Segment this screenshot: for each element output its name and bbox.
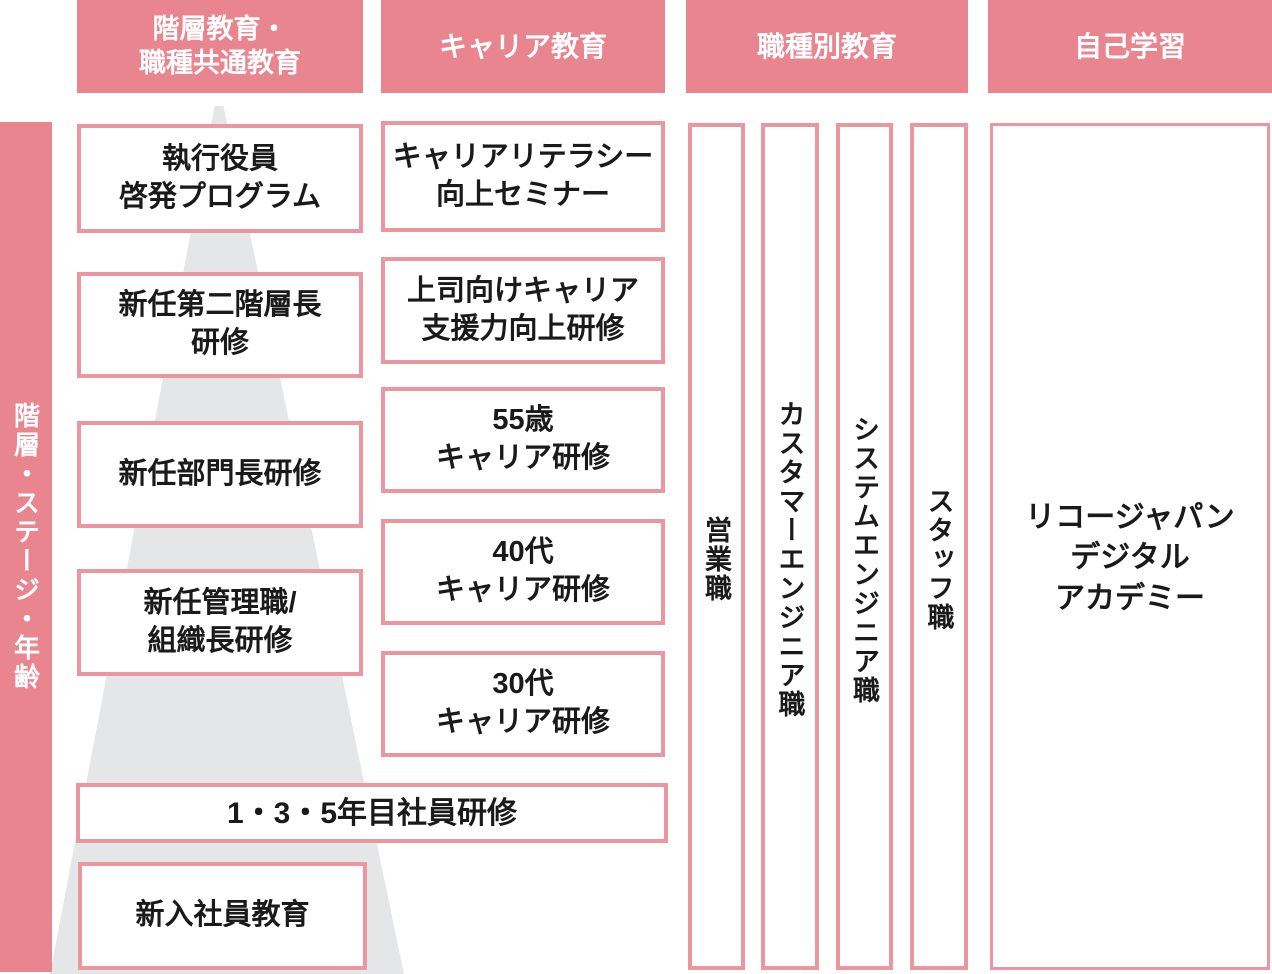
header-hierarchy-education: 階層教育・ 職種共通教育	[77, 0, 363, 93]
customer-engineer-job-box: カスタマーエンジニア職	[761, 123, 819, 970]
sales-job-box: 営業職	[688, 123, 745, 970]
customer-engineer-job-label: カスタマーエンジニア職	[774, 400, 805, 719]
staff-job-box: スタッフ職	[910, 123, 968, 970]
year-1-3-5-training-label: 1・3・5年目社員研修	[226, 796, 518, 830]
age-55-career-training-box: 55歳 キャリア研修	[381, 387, 665, 493]
supervisor-career-support-label: 上司向けキャリア 支援力向上研修	[406, 274, 639, 345]
career-literacy-seminar-label: キャリアリテラシー 向上セミナー	[392, 140, 654, 211]
system-engineer-job-label: システムエンジニア職	[849, 414, 879, 705]
new-manager-box: 新任管理職/ 組織長研修	[77, 569, 363, 676]
second-tier-manager-label: 新任第二階層長 研修	[118, 289, 322, 359]
header-job-specific-education: 職種別教育	[686, 0, 968, 93]
header-self-learning-label: 自己学習	[1073, 31, 1186, 62]
header-self-learning: 自己学習	[988, 0, 1272, 93]
supervisor-career-support-box: 上司向けキャリア 支援力向上研修	[381, 257, 665, 364]
pyramid-background	[50, 106, 404, 974]
new-employee-education-label: 新入社員教育	[135, 899, 310, 932]
second-tier-manager-box: 新任第二階層長 研修	[77, 272, 363, 378]
new-manager-label: 新任管理職/ 組織長研修	[143, 586, 297, 657]
age-40s-career-training-box: 40代 キャリア研修	[381, 519, 665, 625]
stage-axis-label: 階層・ステージ・年齢	[10, 402, 41, 692]
header-career-education: キャリア教育	[381, 0, 665, 93]
department-head-label: 新任部門長研修	[118, 457, 322, 490]
staff-job-label: スタッフ職	[923, 487, 954, 632]
age-40s-career-training-label: 40代 キャリア研修	[435, 536, 610, 606]
executive-program-label: 執行役員 啓発プログラム	[118, 142, 322, 213]
age-30s-career-training-label: 30代 キャリア研修	[435, 668, 610, 738]
department-head-box: 新任部門長研修	[77, 421, 363, 528]
age-30s-career-training-box: 30代 キャリア研修	[381, 651, 665, 757]
digital-academy-box: リコージャパン デジタル アカデミー	[990, 123, 1270, 970]
stage-axis-bar: 階層・ステージ・年齢	[0, 122, 52, 972]
header-career-education-label: キャリア教育	[438, 31, 607, 62]
digital-academy-label: リコージャパン デジタル アカデミー	[1025, 500, 1235, 615]
new-employee-education-box: 新入社員教育	[78, 862, 367, 970]
year-1-3-5-training-box: 1・3・5年目社員研修	[76, 783, 668, 843]
age-55-career-training-label: 55歳 キャリア研修	[435, 404, 610, 474]
header-job-specific-education-label: 職種別教育	[756, 31, 897, 62]
system-engineer-job-box: システムエンジニア職	[836, 123, 893, 970]
career-literacy-seminar-box: キャリアリテラシー 向上セミナー	[381, 121, 665, 232]
sales-job-label: 営業職	[701, 516, 731, 603]
header-hierarchy-education-label: 階層教育・ 職種共通教育	[139, 13, 301, 78]
executive-program-box: 執行役員 啓発プログラム	[77, 124, 363, 233]
